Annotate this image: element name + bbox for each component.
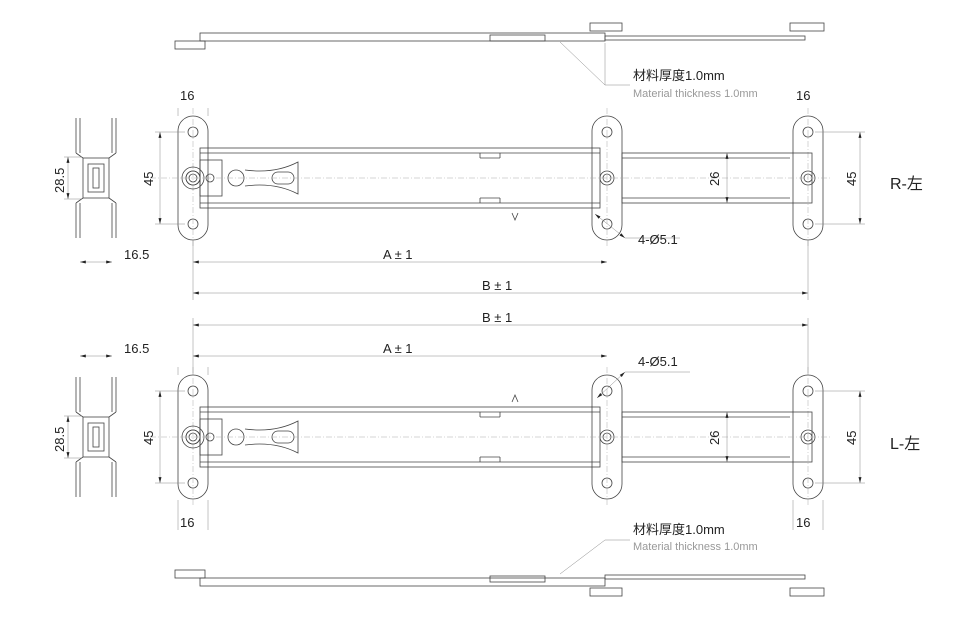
- side-pivot: [789, 587, 825, 597]
- l-dim-end-height: 28.5: [52, 427, 67, 452]
- material-thickness-cn-top: 材料厚度1.0mm: [633, 68, 725, 83]
- line: [108, 152, 117, 159]
- arrowhead: [80, 260, 86, 264]
- r-dim-b: B ± 1: [482, 278, 512, 293]
- arrowhead: [193, 323, 199, 327]
- tab: [511, 393, 519, 403]
- side-slider: [604, 35, 806, 41]
- hinge-knuckle: [181, 425, 205, 449]
- arrowhead: [158, 477, 162, 483]
- l-dim-inner: 26: [707, 431, 722, 445]
- material-thickness-en-bottom: Material thickness 1.0mm: [633, 541, 758, 553]
- l-dim-b: B ± 1: [482, 310, 512, 325]
- line: [108, 411, 117, 418]
- l-dim-width-right: 16: [796, 515, 810, 530]
- r-dim-height-left: 45: [141, 172, 156, 186]
- side-hinge: [174, 569, 206, 579]
- side-pivot: [789, 22, 825, 32]
- material-thickness-en-top: Material thickness 1.0mm: [633, 88, 758, 100]
- arrowhead: [158, 132, 162, 138]
- arrowhead: [725, 153, 729, 159]
- arrowhead: [193, 291, 199, 295]
- arrowhead: [158, 218, 162, 224]
- r-view-label: R-左: [890, 175, 923, 193]
- r-dim-width-left: 16: [180, 88, 194, 103]
- arrowhead: [158, 391, 162, 397]
- end-bracket: [82, 416, 110, 458]
- l-dim-width-left: 16: [180, 515, 194, 530]
- r-dim-height-right: 45: [844, 172, 859, 186]
- hinge-knuckle: [181, 166, 205, 190]
- arrowhead: [858, 132, 862, 138]
- arrowhead: [80, 354, 86, 358]
- side-pivot: [589, 22, 623, 32]
- l-dim-end-offset: 16.5: [124, 341, 149, 356]
- arrowhead: [802, 291, 808, 295]
- drawing-geometry: [64, 22, 865, 597]
- l-dim-height-right: 45: [844, 431, 859, 445]
- side-arm: [199, 577, 606, 587]
- line: [108, 197, 117, 204]
- arrowhead: [193, 354, 199, 358]
- end-inner: [87, 422, 105, 452]
- end-bracket: [82, 157, 110, 199]
- side-block: [489, 34, 546, 42]
- arrowhead: [858, 477, 862, 483]
- tab: [511, 212, 519, 222]
- arrowhead: [601, 260, 607, 264]
- side-pivot: [589, 587, 623, 597]
- arrowhead: [858, 218, 862, 224]
- arrowhead: [66, 452, 70, 458]
- arrowhead: [619, 372, 625, 378]
- side-block: [489, 575, 546, 583]
- l-holes-callout: 4-Ø5.1: [638, 354, 678, 369]
- arrowhead: [858, 391, 862, 397]
- end-core: [92, 426, 100, 448]
- side-hinge: [174, 40, 206, 50]
- material-thickness-cn-bottom: 材料厚度1.0mm: [633, 522, 725, 537]
- hole-leader: [596, 371, 626, 399]
- l-dim-height-left: 45: [141, 431, 156, 445]
- leader: [559, 41, 606, 86]
- r-dim-inner: 26: [707, 172, 722, 186]
- end-core: [92, 167, 100, 189]
- r-dim-width-right: 16: [796, 88, 810, 103]
- r-dim-end-offset: 16.5: [124, 247, 149, 262]
- r-holes-callout: 4-Ø5.1: [638, 232, 678, 247]
- r-dim-end-height: 28.5: [52, 168, 67, 193]
- arrowhead: [601, 354, 607, 358]
- arrowhead: [66, 157, 70, 163]
- arrowhead: [66, 416, 70, 422]
- arrowhead: [597, 392, 603, 398]
- arrowhead: [595, 214, 601, 219]
- arrowhead: [66, 193, 70, 199]
- side-arm: [199, 32, 606, 42]
- arrowhead: [802, 323, 808, 327]
- leader: [559, 539, 606, 575]
- arrowhead: [619, 233, 625, 238]
- arrowhead: [725, 412, 729, 418]
- r-dim-a: A ± 1: [383, 247, 413, 262]
- arrowhead: [725, 456, 729, 462]
- l-view-label: L-左: [890, 435, 920, 453]
- arrowhead: [106, 260, 112, 264]
- side-slider: [604, 574, 806, 580]
- line: [108, 456, 117, 463]
- arrowhead: [193, 260, 199, 264]
- arrowhead: [725, 197, 729, 203]
- arrowhead: [106, 354, 112, 358]
- end-inner: [87, 163, 105, 193]
- l-dim-a: A ± 1: [383, 341, 413, 356]
- hole-leader: [594, 213, 626, 239]
